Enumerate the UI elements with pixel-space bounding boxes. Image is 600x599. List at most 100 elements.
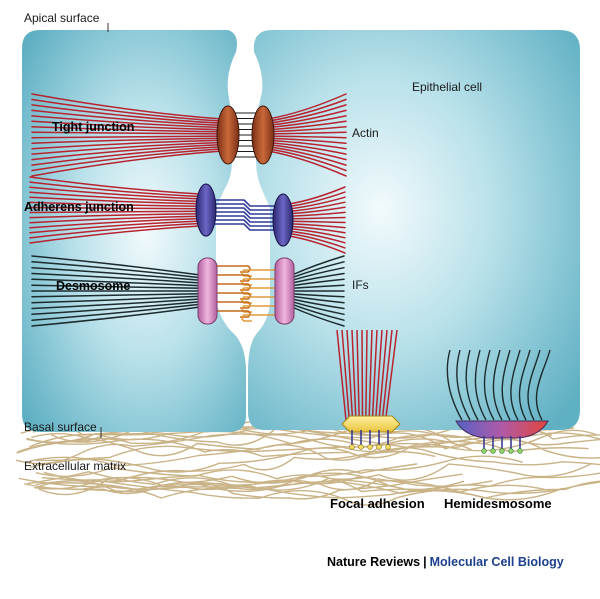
filament bbox=[267, 141, 347, 155]
focal-adhesion-actin bbox=[351, 329, 357, 421]
filament bbox=[291, 300, 345, 316]
filament bbox=[29, 186, 201, 200]
focal-adhesion-plaque bbox=[341, 415, 401, 433]
filament bbox=[267, 120, 347, 131]
filament bbox=[31, 109, 223, 127]
filament bbox=[31, 93, 223, 120]
basal-surface-label: Basal surface bbox=[24, 420, 97, 434]
matrix-fiber bbox=[38, 476, 600, 499]
filament bbox=[267, 143, 347, 161]
ifs-label: IFs bbox=[352, 278, 369, 292]
hemidesmosome-filament bbox=[446, 349, 463, 421]
focal-adhesion-actin bbox=[384, 329, 398, 421]
desmosome-cadherin bbox=[241, 314, 276, 322]
hemidesmosome-filament bbox=[483, 349, 495, 421]
tight-junction-plaque-left bbox=[216, 105, 240, 165]
filament bbox=[291, 272, 345, 284]
adherens-cadherin bbox=[214, 223, 276, 231]
filament bbox=[31, 98, 223, 122]
desmosome-cadherins bbox=[216, 265, 276, 322]
focal-adhesion-integrin-foot bbox=[367, 444, 373, 450]
desmosome-cadherin bbox=[216, 310, 251, 318]
adherens-junction-label: Adherens junction bbox=[24, 200, 134, 214]
adherens-junction-cadherins bbox=[214, 199, 276, 231]
filament bbox=[291, 266, 345, 282]
hemidesmosome-filament bbox=[492, 349, 503, 421]
actin-label: Actin bbox=[352, 126, 379, 140]
filament bbox=[291, 255, 345, 276]
filament bbox=[29, 191, 201, 203]
focal-adhesion-integrins bbox=[341, 415, 401, 450]
filament bbox=[267, 98, 347, 122]
filament bbox=[29, 196, 201, 205]
filament bbox=[291, 261, 345, 279]
filament bbox=[291, 284, 345, 290]
right-epithelial-cell bbox=[248, 30, 580, 430]
focal-adhesion-integrin-foot bbox=[358, 444, 364, 450]
filament bbox=[288, 227, 346, 239]
focal-adhesion-actin bbox=[361, 329, 364, 421]
filament bbox=[267, 145, 347, 166]
filament bbox=[288, 196, 346, 210]
filament bbox=[29, 210, 201, 214]
filament bbox=[267, 131, 347, 135]
filament bbox=[31, 266, 201, 282]
filament bbox=[291, 298, 345, 310]
focal-adhesion-actin bbox=[378, 329, 388, 421]
filament bbox=[31, 261, 201, 279]
focal-adhesion-label: Focal adhesion bbox=[330, 496, 425, 511]
hemidesmosome-integrin-foot bbox=[481, 448, 487, 454]
filament bbox=[31, 143, 223, 161]
desmosome-cadherin bbox=[216, 292, 251, 300]
filament bbox=[288, 206, 346, 215]
filament bbox=[267, 93, 347, 120]
desmosome-cadherin bbox=[241, 278, 276, 286]
filament bbox=[31, 120, 223, 131]
filament bbox=[31, 278, 201, 287]
filament bbox=[31, 145, 223, 166]
filament bbox=[31, 284, 201, 290]
hemidesmosome-filament bbox=[527, 349, 541, 421]
adherens-cadherin bbox=[214, 211, 276, 219]
filament bbox=[31, 148, 223, 172]
desmosome-cadherin bbox=[216, 274, 251, 282]
filament bbox=[31, 115, 223, 129]
filament bbox=[29, 217, 201, 229]
focal-adhesion-integrin-foot bbox=[349, 444, 355, 450]
hemidesmosome-plaque bbox=[455, 420, 549, 439]
focal-adhesion-actin bbox=[365, 329, 368, 421]
desmosome-cadherin bbox=[216, 301, 251, 309]
hemidesmosome-filament bbox=[474, 349, 487, 421]
filament bbox=[31, 292, 201, 298]
focal-adhesion-integrin-foot bbox=[376, 444, 382, 450]
filament bbox=[267, 137, 347, 144]
focal-adhesion-actin bbox=[374, 329, 383, 421]
focal-adhesion-actin bbox=[371, 329, 378, 421]
filament bbox=[267, 135, 347, 139]
filament bbox=[31, 298, 201, 310]
filament bbox=[288, 201, 346, 213]
hemidesmosome-filament bbox=[535, 349, 551, 421]
desmosome-label: Desmosome bbox=[56, 279, 131, 293]
adherens-plaque-left bbox=[195, 183, 217, 237]
filament bbox=[31, 135, 223, 139]
filament bbox=[31, 306, 201, 327]
hemidesmosome-filament bbox=[518, 349, 531, 421]
filament bbox=[288, 186, 346, 205]
filament bbox=[31, 272, 201, 284]
filament bbox=[267, 115, 347, 129]
filament bbox=[29, 220, 201, 234]
filament bbox=[31, 141, 223, 155]
filament bbox=[291, 306, 345, 327]
filament bbox=[267, 139, 347, 150]
matrix-fiber bbox=[26, 433, 600, 459]
filament bbox=[31, 104, 223, 125]
adherens-cadherin bbox=[214, 207, 276, 215]
filament bbox=[291, 278, 345, 287]
desmosome-intermediate-filaments bbox=[31, 255, 345, 327]
filament bbox=[291, 303, 345, 321]
hemidesmosome-integrin-foot bbox=[517, 448, 523, 454]
tight-junction-label: Tight junction bbox=[52, 120, 135, 134]
desmosome-cadherin bbox=[241, 305, 276, 313]
